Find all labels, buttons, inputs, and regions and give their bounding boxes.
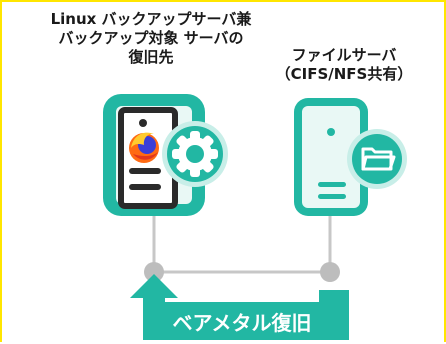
up-arrow-icon xyxy=(130,274,178,306)
firefox-icon xyxy=(129,132,159,163)
label-line: （CIFS/NFS共有） xyxy=(275,65,413,83)
folder-icon xyxy=(347,129,407,189)
banner-bar xyxy=(143,302,349,340)
label-line: ファイルサーバ xyxy=(291,46,397,64)
banner-right-end xyxy=(319,290,349,308)
banner-label: ベアメタル復旧 xyxy=(173,311,312,335)
label-linux-backup-server: Linux バックアップサーバ兼 バックアップ対象 サーバの 復旧先 xyxy=(16,10,286,67)
right-connection-node xyxy=(320,262,340,282)
label-line: 復旧先 xyxy=(128,48,174,66)
gear-icon xyxy=(162,121,228,187)
label-line: Linux バックアップサーバ兼 xyxy=(50,10,252,28)
label-file-server: ファイルサーバ （CIFS/NFS共有） xyxy=(244,46,444,84)
label-line: バックアップ対象 サーバの xyxy=(58,29,244,47)
restore-arrow: ベアメタル復旧 xyxy=(130,274,349,340)
left-connection-node xyxy=(144,262,164,282)
file-server-icon xyxy=(294,98,368,216)
